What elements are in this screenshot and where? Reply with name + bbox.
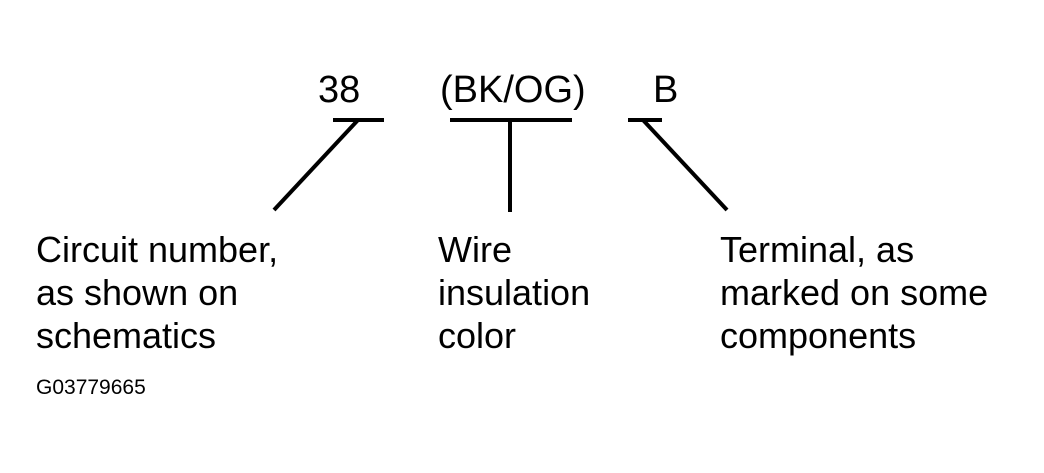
circuit-leader: [272, 118, 360, 212]
circuit-number-description: Circuit number, as shown on schematics: [36, 228, 278, 357]
circuit-desc-line: Circuit number,: [36, 229, 279, 270]
circuit-desc-line: schematics: [36, 315, 217, 356]
circuit-desc-line: as shown on: [36, 272, 239, 313]
terminal-leader: [641, 118, 729, 212]
terminal-desc-line: components: [720, 315, 917, 356]
wire-color-description: Wire insulation color: [438, 228, 590, 357]
color-desc-line: insulation: [438, 272, 591, 313]
terminal-desc-line: Terminal, as: [720, 229, 915, 270]
color-desc-line: Wire: [438, 229, 512, 270]
wire-color-code: (BK/OG): [440, 69, 586, 111]
color-desc-line: color: [438, 315, 517, 356]
circuit-number-code: 38: [318, 69, 361, 111]
terminal-description: Terminal, as marked on some components: [720, 228, 988, 357]
figure-id: G03779665: [36, 376, 146, 399]
terminal-code: B: [653, 69, 679, 111]
terminal-desc-line: marked on some: [720, 272, 989, 313]
